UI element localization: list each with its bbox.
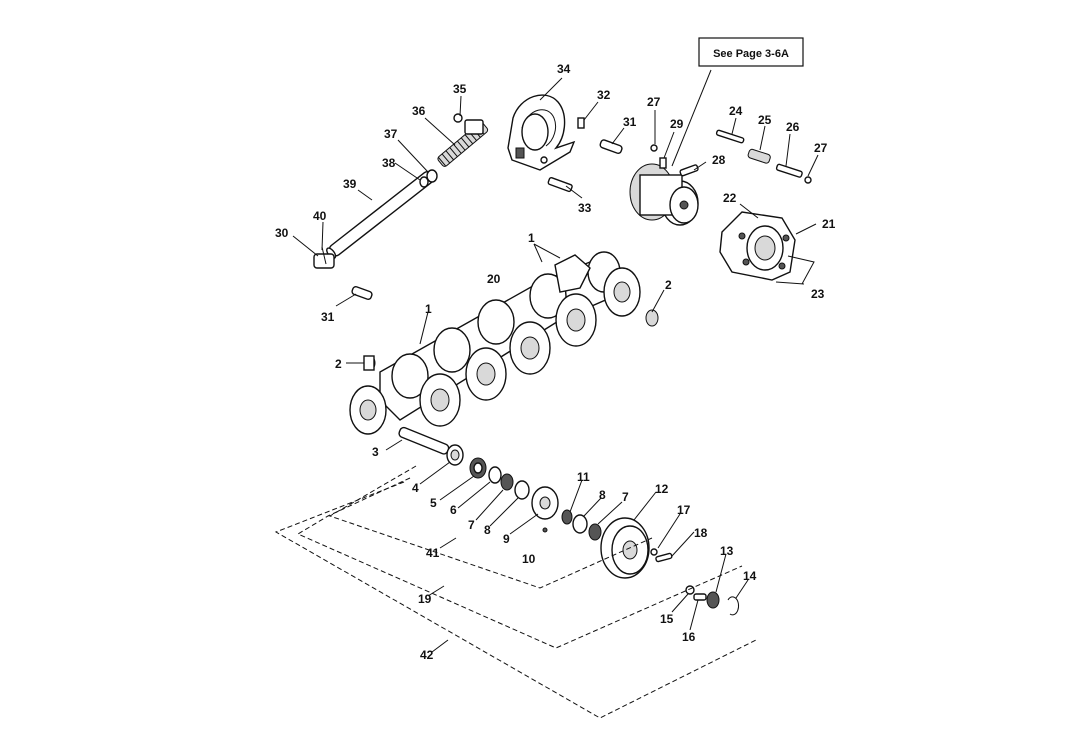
callout-37: 37: [384, 127, 398, 141]
leader-lines: [292, 77, 819, 631]
pin-rod-assembly: [313, 113, 489, 301]
callout-8a: 8: [484, 523, 491, 537]
callout-14: 14: [743, 569, 757, 583]
callout-2b: 2: [335, 357, 342, 371]
callout-5: 5: [430, 496, 437, 510]
callout-15: 15: [660, 612, 674, 626]
callout-35: 35: [453, 82, 467, 96]
mounting-bracket: [507, 94, 623, 193]
callout-27a: 27: [647, 95, 661, 109]
group-brackets: [274, 465, 757, 719]
callout-24: 24: [729, 104, 743, 118]
front-wheels: [349, 267, 641, 435]
callout-4: 4: [412, 481, 419, 495]
callout-16: 16: [682, 630, 696, 644]
callout-31a: 31: [623, 115, 637, 129]
callout-31b: 31: [321, 310, 335, 324]
gearbox-housing: [719, 211, 796, 281]
callout-30: 30: [275, 226, 289, 240]
reference-box-text: See Page 3-6A: [713, 48, 789, 60]
callout-17: 17: [677, 503, 691, 517]
callout-23: 23: [811, 287, 825, 301]
callout-26: 26: [786, 120, 800, 134]
fastener-set: [715, 129, 812, 184]
callout-18: 18: [694, 526, 708, 540]
callout-3: 3: [372, 445, 379, 459]
callout-12: 12: [655, 482, 669, 496]
callout-9: 9: [503, 532, 510, 546]
roller-frame-assembly: [349, 251, 659, 435]
callout-32: 32: [597, 88, 611, 102]
exploded-roller-parts: [398, 426, 740, 616]
callout-38: 38: [382, 156, 396, 170]
callout-7b: 7: [622, 490, 629, 504]
callout-11: 11: [577, 470, 590, 484]
callout-42: 42: [420, 648, 434, 662]
callout-22: 22: [723, 191, 737, 205]
reference-box[interactable]: See Page 3-6A: [698, 37, 804, 67]
callout-20: 20: [487, 272, 501, 286]
callout-29: 29: [670, 117, 684, 131]
callout-40: 40: [313, 209, 327, 223]
back-wheels: [391, 251, 621, 399]
callout-1a: 1: [528, 231, 535, 245]
callout-8b: 8: [599, 488, 606, 502]
callout-19: 19: [418, 592, 432, 606]
callout-13: 13: [720, 544, 734, 558]
callout-labels: 34 35 32 27 31 29 36 37 38 39 40 30 31 3…: [275, 62, 836, 662]
callout-25: 25: [758, 113, 772, 127]
callout-7a: 7: [468, 518, 475, 532]
callout-21: 21: [822, 217, 836, 231]
callout-36: 36: [412, 104, 426, 118]
callout-39: 39: [343, 177, 357, 191]
callout-28: 28: [712, 153, 726, 167]
callout-10: 10: [522, 552, 536, 566]
callout-34: 34: [557, 62, 571, 76]
callout-1b: 1: [425, 302, 432, 316]
callout-33: 33: [578, 201, 592, 215]
callout-2a: 2: [665, 278, 672, 292]
callout-6: 6: [450, 503, 457, 517]
callout-27b: 27: [814, 141, 828, 155]
callout-41: 41: [426, 546, 440, 560]
reference-pointer-line: [671, 69, 712, 167]
